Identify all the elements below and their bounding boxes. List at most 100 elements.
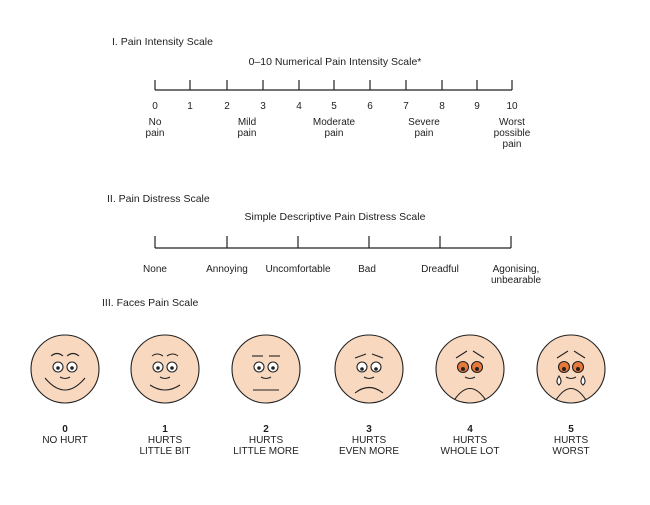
face-label-text: NO HURT	[42, 435, 88, 446]
face-3-pupil-left	[360, 367, 364, 371]
face-3-mouth	[354, 386, 384, 394]
distress-line: Dreadful	[421, 264, 459, 275]
distress-line: Agonising,	[492, 264, 540, 275]
face-5-brow-right	[573, 350, 586, 359]
face-5-tear-left	[556, 375, 562, 386]
anchor-severe-pain: Severe pain	[389, 117, 459, 139]
face-label-5: 5 HURTS WORST	[526, 424, 616, 457]
face-label-text: HURTS	[147, 435, 183, 446]
face-1-pupil-right	[170, 366, 174, 370]
face-4-head	[435, 334, 505, 404]
face-hurts-little-bit	[130, 334, 200, 404]
face-0-mouth	[44, 377, 86, 391]
face-4-brow-right	[472, 350, 485, 359]
face-2-pupil-right	[271, 366, 275, 370]
face-0-nose	[59, 376, 71, 380]
distress-label-uncomfortable: Uncomfortable	[253, 264, 343, 275]
scale-number-3: 3	[260, 101, 266, 112]
face-5-tear-right	[580, 375, 586, 386]
scale-number-0: 0	[152, 101, 158, 112]
intensity-scale-title: 0–10 Numerical Pain Intensity Scale*	[248, 56, 422, 68]
face-2-head	[231, 334, 301, 404]
face-1-nose	[159, 376, 171, 380]
anchor-line: Mild	[237, 117, 257, 128]
face-label-number: 3	[366, 424, 372, 435]
scale-number-10: 10	[506, 101, 518, 112]
face-hurts-even-more	[334, 334, 404, 404]
face-label-text: LITTLE MORE	[233, 446, 299, 457]
anchor-line: Moderate	[312, 117, 356, 128]
face-label-1: 1 HURTS LITTLE BIT	[120, 424, 210, 457]
faces-heading: III. Faces Pain Scale	[102, 297, 199, 309]
face-1-pupil-left	[156, 366, 160, 370]
face-no-hurt	[30, 334, 100, 404]
face-label-text: HURTS	[351, 435, 387, 446]
face-label-text: LITTLE BIT	[139, 446, 191, 457]
anchor-no-pain: No pain	[125, 117, 185, 139]
anchor-line: pain	[502, 139, 522, 150]
face-4-pupil-right	[475, 367, 479, 371]
face-3-eye-left	[356, 361, 368, 373]
face-3-pupil-right	[374, 367, 378, 371]
distress-heading: II. Pain Distress Scale	[107, 193, 210, 205]
face-label-text: HURTS	[248, 435, 284, 446]
intensity-ticks	[154, 80, 513, 90]
face-hurts-whole-lot	[435, 334, 505, 404]
face-2-nose	[260, 376, 272, 380]
face-1-brow-right	[166, 353, 179, 357]
anchor-moderate-pain: Moderate pain	[299, 117, 369, 139]
face-5-brow-left	[556, 350, 569, 359]
face-3-brow-left	[354, 353, 367, 359]
face-5-mouth	[555, 387, 587, 401]
distress-label-bad: Bad	[337, 264, 397, 275]
face-label-number: 0	[62, 424, 68, 435]
face-5-head	[536, 334, 606, 404]
anchor-line: pain	[145, 128, 165, 139]
face-label-text: HURTS	[452, 435, 488, 446]
face-1-brow-left	[151, 353, 164, 357]
scale-number-5: 5	[331, 101, 337, 112]
anchor-line: Severe	[408, 117, 440, 128]
scale-number-6: 6	[367, 101, 373, 112]
face-hurts-worst	[536, 334, 606, 404]
face-hurts-little-more	[231, 334, 301, 404]
distress-label-dreadful: Dreadful	[405, 264, 475, 275]
scale-number-7: 7	[403, 101, 409, 112]
face-1-mouth	[149, 384, 181, 391]
distress-line: Bad	[358, 264, 376, 275]
anchor-line: pain	[414, 128, 434, 139]
face-label-0: 0 NO HURT	[20, 424, 110, 446]
face-0-pupil-left	[56, 366, 60, 370]
distress-label-agonising: Agonising, unbearable	[476, 264, 556, 286]
scale-number-1: 1	[187, 101, 193, 112]
scale-number-4: 4	[296, 101, 302, 112]
face-1-head	[130, 334, 200, 404]
distress-line: Annoying	[206, 264, 248, 275]
face-label-number: 1	[162, 424, 168, 435]
face-5-pupil-left	[562, 367, 566, 371]
face-label-2: 2 HURTS LITTLE MORE	[221, 424, 311, 457]
distress-scale-title: Simple Descriptive Pain Distress Scale	[244, 211, 426, 223]
face-5-pupil-right	[576, 367, 580, 371]
face-4-mouth	[454, 387, 486, 400]
face-3-brow-right	[371, 353, 384, 359]
faces	[30, 334, 606, 404]
face-3-head	[334, 334, 404, 404]
face-2-pupil-left	[257, 366, 261, 370]
anchor-worst-possible-pain: Worst possible pain	[477, 117, 547, 150]
face-label-3: 3 HURTS EVEN MORE	[324, 424, 414, 457]
face-0-pupil-right	[70, 366, 74, 370]
distress-line: Uncomfortable	[265, 264, 331, 275]
anchor-line: Worst	[499, 117, 525, 128]
face-label-text: WHOLE LOT	[440, 446, 500, 457]
distress-line: None	[143, 264, 167, 275]
anchor-line: pain	[324, 128, 344, 139]
face-4-brow-left	[455, 350, 468, 359]
face-label-text: WORST	[552, 446, 590, 457]
distress-ticks	[154, 236, 512, 248]
face-label-4: 4 HURTS WHOLE LOT	[425, 424, 515, 457]
face-3-nose	[363, 376, 375, 380]
scale-number-8: 8	[439, 101, 445, 112]
